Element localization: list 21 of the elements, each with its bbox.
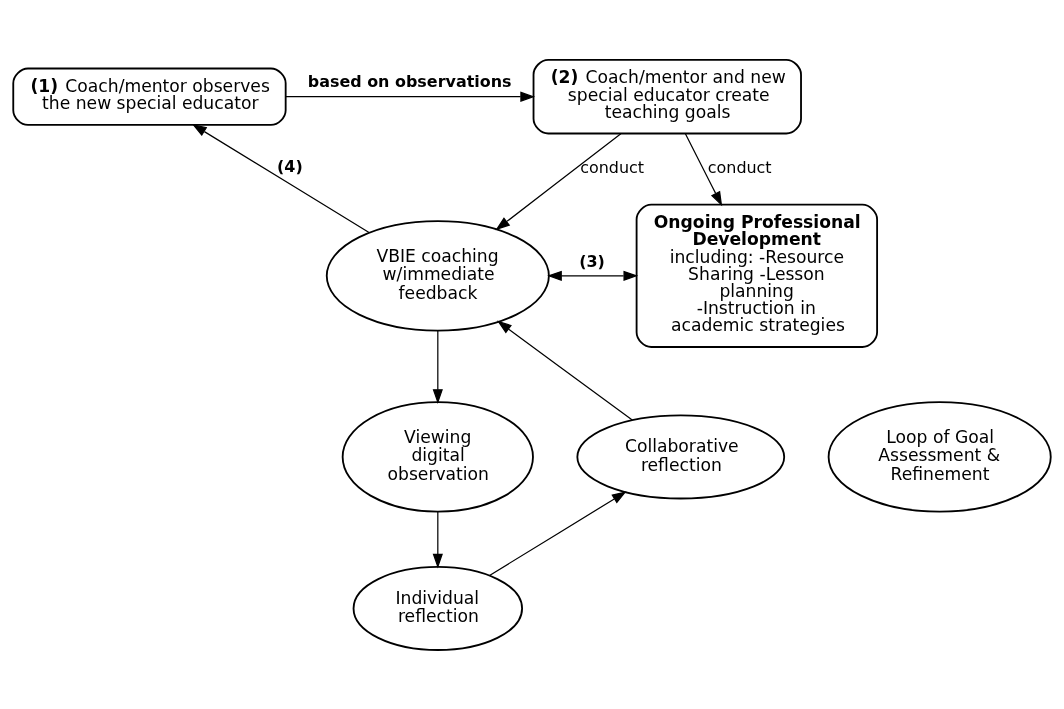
node-ellipse: Individual reflection: [352, 565, 523, 651]
arrow: [684, 132, 723, 206]
edge-label: (3): [579, 251, 605, 271]
arrow: [285, 91, 536, 102]
node-box: Ongoing Professional Development including: -Resource Sharing -Lesson planning -Instruction in academic strategies: [635, 203, 878, 348]
arrow: [547, 270, 639, 281]
edge-label: (4): [277, 156, 303, 176]
arrow: [432, 510, 443, 568]
arrow: [192, 123, 370, 233]
arrow: [497, 320, 633, 421]
node-ellipse: Collaborative reflection: [576, 413, 786, 499]
node-box: (2) Coach/mentor and new special educator create teaching goals: [532, 58, 802, 134]
arrow: [432, 329, 443, 404]
node-ellipse: Viewing digital observation: [341, 400, 534, 513]
arrow: [495, 132, 622, 230]
edge-label: based on observations: [307, 71, 512, 91]
node-box: (1) Coach/mentor observes the new special educator: [12, 67, 287, 126]
arrow: [488, 490, 627, 576]
edge-label: conduct: [580, 157, 644, 177]
node-ellipse: Loop of Goal Assessment & Refinement: [827, 400, 1052, 513]
edge-label: conduct: [707, 157, 772, 177]
